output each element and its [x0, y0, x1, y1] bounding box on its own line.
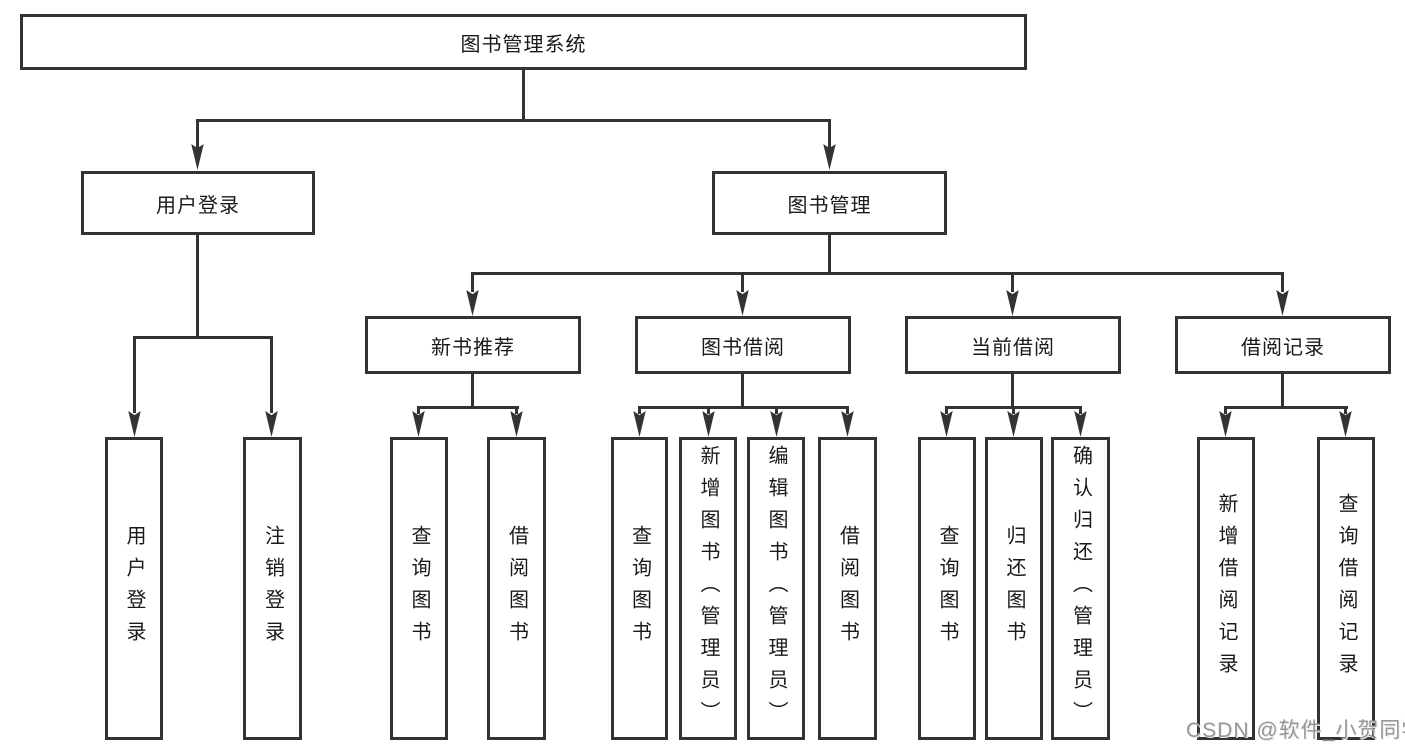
arrow-down-icon	[1276, 290, 1289, 316]
connector-drop	[741, 374, 744, 409]
node-current-borrowing: 当前借阅	[905, 316, 1121, 374]
connector-drop	[1281, 374, 1284, 409]
arrow-down-icon	[770, 411, 783, 437]
connector-stub	[196, 119, 199, 148]
arrow-down-icon	[412, 411, 425, 437]
node-new-book-recommend: 新书推荐	[365, 316, 581, 374]
arrow-down-icon	[1339, 411, 1352, 437]
leaf-return-books: 归还图书	[985, 437, 1043, 740]
connector-branch	[1224, 406, 1348, 409]
node-borrowing-records: 借阅记录	[1175, 316, 1391, 374]
arrow-down-icon	[633, 411, 646, 437]
leaf-borrow-books-recommend: 借阅图书	[487, 437, 546, 740]
connector-drop	[196, 235, 199, 339]
connector-stub	[270, 336, 273, 413]
connector-stub	[1079, 406, 1082, 414]
arrow-down-icon	[736, 290, 749, 316]
arrow-down-icon	[1007, 411, 1020, 437]
arrow-down-icon	[940, 411, 953, 437]
connector-drop	[828, 235, 831, 275]
connector-stub	[775, 406, 778, 414]
arrow-down-icon	[841, 411, 854, 437]
connector-stub	[741, 272, 744, 292]
leaf-edit-book-admin: 编辑图书（管理员）	[747, 437, 805, 740]
connector-branch	[638, 406, 849, 409]
node-book-borrowing: 图书借阅	[635, 316, 851, 374]
arrow-down-icon	[702, 411, 715, 437]
leaf-confirm-return-admin: 确认归还（管理员）	[1051, 437, 1110, 740]
connector-stub	[1281, 272, 1284, 292]
connector-stub	[828, 119, 831, 148]
connector-stub	[1012, 406, 1015, 414]
connector-stub	[1011, 272, 1014, 292]
leaf-add-book-admin: 新增图书（管理员）	[679, 437, 737, 740]
connector-stub	[1224, 406, 1227, 414]
connector-branch	[417, 406, 519, 409]
leaf-borrow-books-borrowing: 借阅图书	[818, 437, 877, 740]
leaf-query-books-current: 查询图书	[918, 437, 976, 740]
connector-stub	[515, 406, 518, 414]
connector-stub	[471, 272, 474, 292]
connector-root-drop	[522, 70, 525, 122]
arrow-down-icon	[1006, 290, 1019, 316]
arrow-down-icon	[128, 411, 141, 437]
node-user-login: 用户登录	[81, 171, 315, 235]
connector-stub	[945, 406, 948, 414]
node-book-management: 图书管理	[712, 171, 947, 235]
watermark: CSDN @软件_小贺同学	[1186, 719, 1405, 742]
leaf-query-books-borrowing: 查询图书	[611, 437, 668, 740]
connector-stub	[133, 336, 136, 413]
connector-drop	[1011, 374, 1014, 409]
arrow-down-icon	[466, 290, 479, 316]
connector-branch	[471, 272, 1284, 275]
connector-level2-branch	[196, 119, 831, 122]
connector-stub	[707, 406, 710, 414]
arrow-down-icon	[1219, 411, 1232, 437]
connector-stub	[1344, 406, 1347, 414]
arrow-down-icon	[265, 411, 278, 437]
leaf-query-borrow-record: 查询借阅记录	[1317, 437, 1375, 740]
node-library-system: 图书管理系统	[20, 14, 1027, 70]
arrow-down-icon	[510, 411, 523, 437]
leaf-user-login: 用户登录	[105, 437, 163, 740]
connector-stub	[846, 406, 849, 414]
connector-stub	[638, 406, 641, 414]
leaf-add-borrow-record: 新增借阅记录	[1197, 437, 1255, 740]
connector-stub	[417, 406, 420, 414]
connector-drop	[471, 374, 474, 409]
leaf-query-books-recommend: 查询图书	[390, 437, 448, 740]
arrow-down-icon	[1074, 411, 1087, 437]
leaf-logout: 注销登录	[243, 437, 302, 740]
connector-branch	[133, 336, 273, 339]
